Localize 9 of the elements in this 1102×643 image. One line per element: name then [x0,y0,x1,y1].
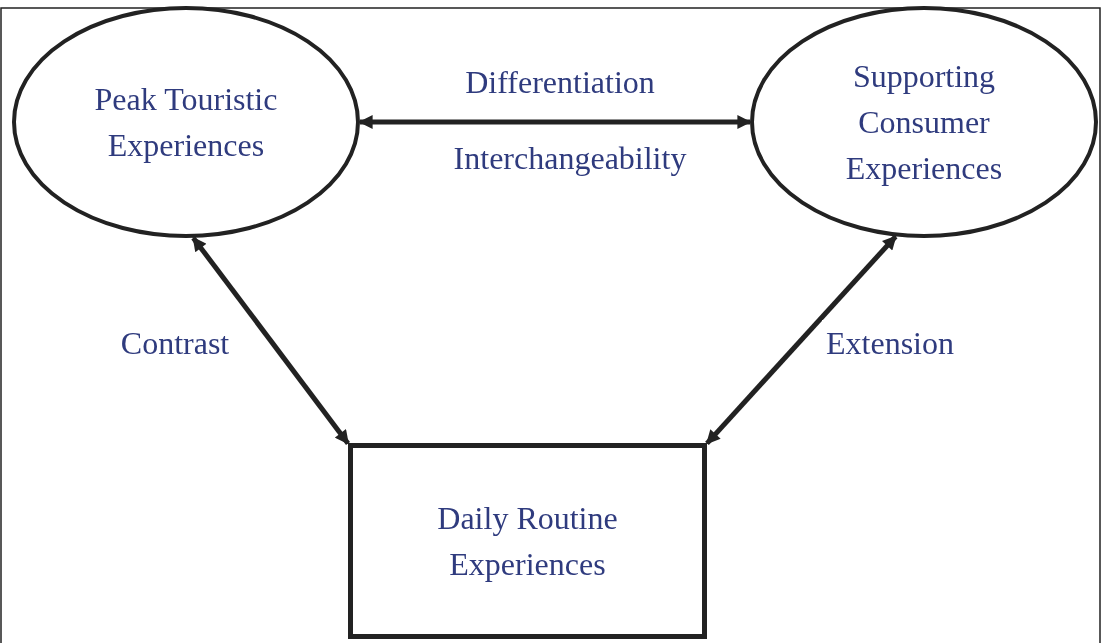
double-arrow [705,234,898,446]
process-box [348,443,707,639]
node-label: Peak Touristic Experiences [93,80,279,165]
node-label: Supporting Consumer Experiences [844,57,1004,188]
node-label: Daily Routine Experiences [436,499,619,584]
ellipse-node [12,6,360,238]
ellipse-node [750,6,1098,238]
double-arrow [358,115,752,129]
double-arrow [191,236,350,445]
